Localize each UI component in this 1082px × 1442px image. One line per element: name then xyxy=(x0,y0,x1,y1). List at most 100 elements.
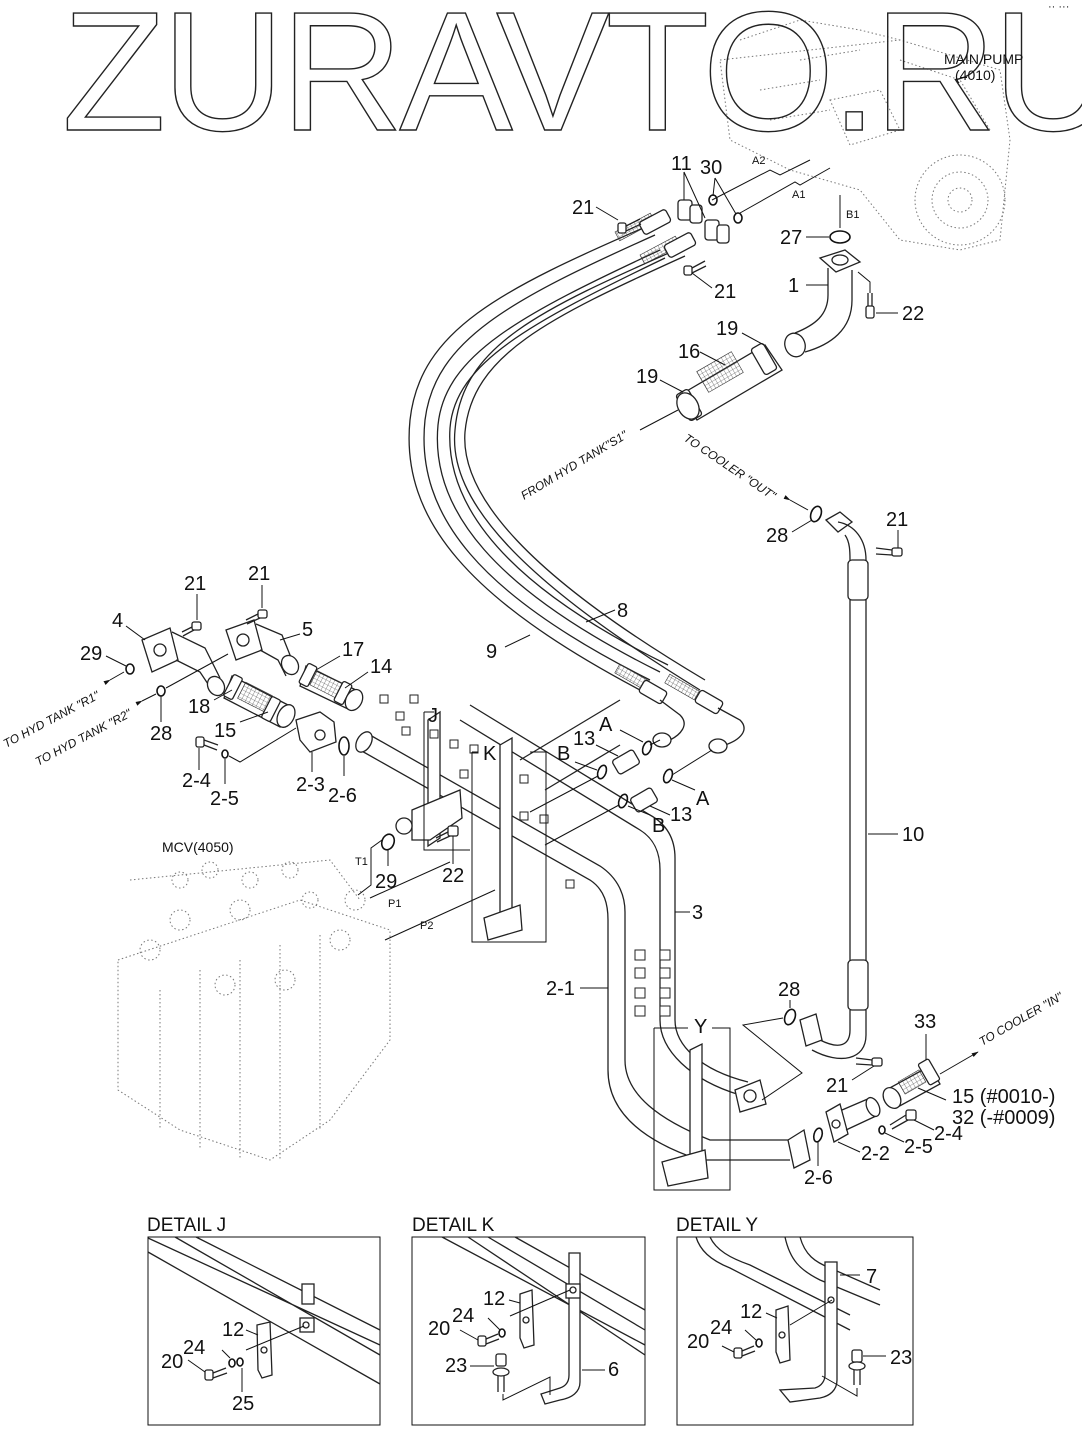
leader-a-links xyxy=(649,739,713,776)
detail-j-callout-12: 12 xyxy=(222,1319,244,1341)
leader-5 xyxy=(279,633,301,641)
leader-28-b xyxy=(741,1000,803,1101)
callout-19-b: 19 xyxy=(636,366,658,388)
main-pump-code: (4010) xyxy=(955,67,995,83)
detail-y-callout-12: 12 xyxy=(740,1301,762,1323)
callout-28-lower: 28 xyxy=(778,979,800,1001)
detail-j-frame xyxy=(147,1236,381,1426)
bolt-21-l2 xyxy=(245,609,268,625)
arrow-to-tank-r2 xyxy=(135,693,157,706)
port-p2: P2 xyxy=(420,920,433,932)
detail-box-y xyxy=(653,1027,731,1191)
port-t1: T1 xyxy=(355,856,368,868)
detail-k-callout-23: 23 xyxy=(445,1355,467,1377)
callout-15-range: 15 (#0010-) xyxy=(952,1086,1055,1108)
callout-a-2: A xyxy=(696,788,710,810)
note-from-hyd-tank-s1: FROM HYD TANK"S1" xyxy=(518,428,630,503)
leader-2-2 xyxy=(837,1141,861,1153)
port-a1: A1 xyxy=(792,189,805,201)
o-ring-b-2 xyxy=(617,793,629,809)
callout-22-mid: 22 xyxy=(442,865,464,887)
callout-2-5-left: 2-5 xyxy=(210,788,239,810)
leader-2-5-r xyxy=(884,1132,905,1143)
arrow-to-tank-r1 xyxy=(103,671,125,685)
callout-13-1: 13 xyxy=(573,728,595,750)
detail-k-callout-12: 12 xyxy=(483,1288,505,1310)
bolt-2-4-left xyxy=(195,736,219,751)
leader-4 xyxy=(125,625,146,641)
callout-2-6-left: 2-6 xyxy=(328,785,357,807)
callout-21-right: 21 xyxy=(886,509,908,531)
o-ring-2-6-left xyxy=(338,736,350,756)
note-to-cooler-out: TO COOLER "OUT" xyxy=(681,431,779,503)
detail-y-title: DETAIL Y xyxy=(676,1215,758,1236)
leader-17 xyxy=(315,655,341,671)
callout-28-left: 28 xyxy=(150,723,172,745)
callout-a-1: A xyxy=(599,714,613,736)
adapter-2-2 xyxy=(825,1096,881,1143)
bolt-2-4-right xyxy=(889,1109,917,1130)
o-ring-30b xyxy=(733,212,743,224)
callout-33: 33 xyxy=(914,1011,936,1033)
callout-1: 1 xyxy=(788,275,799,297)
callout-28-right: 28 xyxy=(766,525,788,547)
detail-j-callout-25: 25 xyxy=(232,1393,254,1415)
callout-y: Y xyxy=(694,1016,707,1038)
callout-29-mid: 29 xyxy=(375,871,397,893)
leader-28-right xyxy=(791,519,813,533)
mcv-label: MCV(4050) xyxy=(162,839,234,855)
washer-2-5-left xyxy=(221,749,229,759)
bolt-21-l1 xyxy=(181,621,202,637)
callout-15: 15 xyxy=(214,720,236,742)
detail-y: DETAIL Y 12 24 20 23 7 xyxy=(676,1215,914,1426)
detail-j-title: DETAIL J xyxy=(147,1215,226,1236)
leader-29-l xyxy=(105,655,127,667)
leader-11 xyxy=(683,171,706,219)
bolt-21-lower xyxy=(683,260,707,276)
manifold-pipes xyxy=(355,694,811,1187)
detail-y-callout-23: 23 xyxy=(890,1347,912,1369)
detail-j-callout-20: 20 xyxy=(161,1351,183,1373)
leader-from-tank xyxy=(639,409,679,431)
detail-k-frame xyxy=(411,1236,646,1426)
callout-2-5-right: 2-5 xyxy=(904,1136,933,1158)
leader-13-1 xyxy=(595,744,619,757)
port-b1: B1 xyxy=(846,209,859,221)
o-ring-29-mid xyxy=(380,833,396,851)
detail-k: DETAIL K 12 24 20 23 6 xyxy=(411,1215,646,1426)
washer-2-5-right xyxy=(878,1125,886,1135)
leader-p2 xyxy=(384,889,496,941)
elbow-5 xyxy=(225,619,300,677)
pump-port-leaders xyxy=(711,159,841,228)
hose-17-14 xyxy=(298,662,364,712)
leader-2-5-l xyxy=(224,727,297,784)
callout-32-range: 32 (-#0009) xyxy=(952,1107,1055,1129)
callout-2-1: 2-1 xyxy=(546,978,575,1000)
adapter-2-3 xyxy=(295,711,337,753)
o-ring-27 xyxy=(829,230,851,244)
arrow-to-cooler-out xyxy=(783,495,809,511)
detail-j-callout-24: 24 xyxy=(183,1337,205,1359)
bolt-21-lower-right xyxy=(855,1057,883,1067)
o-ring-2-6-right xyxy=(812,1127,824,1143)
callout-2-4-left: 2-4 xyxy=(182,770,211,792)
callout-b-2: B xyxy=(652,815,665,837)
leader-13-2 xyxy=(649,805,671,816)
leader-14 xyxy=(344,671,369,689)
callout-21-top: 21 xyxy=(572,197,594,219)
leader-16 xyxy=(699,351,726,366)
callout-16: 16 xyxy=(678,341,700,363)
callout-4: 4 xyxy=(112,610,123,632)
main-pump-phantom xyxy=(719,19,1011,251)
adapters-13 xyxy=(612,749,658,813)
callout-19-a: 19 xyxy=(716,318,738,340)
detail-y-callout-20: 20 xyxy=(687,1331,709,1353)
detail-y-callout-24: 24 xyxy=(710,1317,732,1339)
callout-18: 18 xyxy=(188,696,210,718)
callout-22-top: 22 xyxy=(902,303,924,325)
callout-j: J xyxy=(428,705,438,727)
leader-r2-link xyxy=(165,653,229,689)
leader-21-b xyxy=(691,272,713,289)
o-ring-b-1 xyxy=(596,764,608,780)
elbow-pipe-1 xyxy=(784,249,862,358)
